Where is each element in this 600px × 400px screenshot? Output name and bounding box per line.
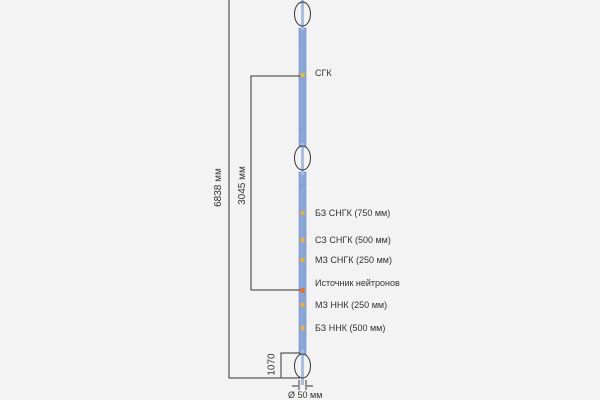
dimension-3045 — [250, 75, 300, 291]
sensor-mark — [300, 211, 305, 215]
bottom-offset-label: 1070 — [266, 353, 278, 376]
sensor-label: СГК — [315, 68, 332, 78]
tool-neck — [301, 350, 304, 385]
sensor-label: БЗ СНГК (750 мм) — [315, 208, 391, 218]
sensor-mark — [300, 238, 305, 242]
source-distance-label: 3045 мм — [236, 166, 248, 205]
sensor-label: МЗ СНГК (250 мм) — [315, 255, 392, 265]
sensor-label: Источник нейтронов — [315, 278, 400, 288]
sensor-label: БЗ ННК (500 мм) — [315, 323, 386, 333]
centralizer-icon — [294, 1, 311, 27]
sensor-label: СЗ СНГК (500 мм) — [315, 235, 391, 245]
sensor-mark — [300, 326, 305, 330]
tool-body-upper — [298, 27, 307, 147]
sensor-mark — [300, 303, 305, 307]
dimension-total — [228, 0, 300, 379]
sensor-mark — [300, 73, 305, 77]
centralizer-icon — [294, 145, 311, 171]
diameter-label: Ø 50 мм — [288, 390, 323, 400]
total-length-label: 6838 мм — [212, 168, 224, 207]
centralizer-icon — [294, 353, 311, 379]
sensor-mark — [300, 258, 305, 262]
sensor-mark — [300, 288, 305, 293]
tool-neck — [301, 0, 304, 30]
dimension-1070 — [280, 352, 300, 378]
sensor-label: МЗ ННК (250 мм) — [315, 300, 388, 310]
tool-neck — [301, 143, 304, 175]
